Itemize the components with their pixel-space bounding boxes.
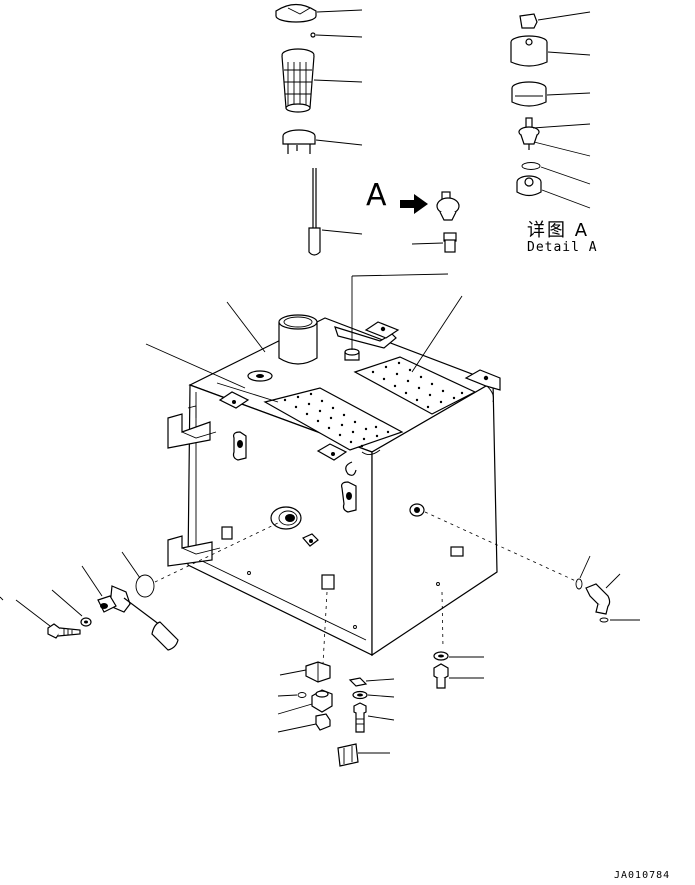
- drain-washer: [352, 690, 395, 700]
- mount-washer: [433, 651, 484, 661]
- mounting-tab-front-left: [218, 391, 250, 409]
- drain-bolt: [353, 702, 395, 733]
- side-bracket-lower: [167, 535, 221, 567]
- clip-on-tank: [302, 533, 319, 547]
- detail-breather-body: [510, 35, 591, 67]
- detail-cap-nut: [519, 11, 591, 29]
- drain-valve: [277, 689, 333, 715]
- elbow-o-ring: [575, 555, 591, 590]
- breather-port: [344, 348, 360, 361]
- elbow-o-ring-small: [599, 617, 640, 623]
- level-gauge: [81, 565, 131, 613]
- elbow-fitting: [585, 573, 621, 615]
- assembly-lines: [154, 511, 579, 665]
- detail-o-ring: [521, 162, 591, 185]
- drain-clamp-upper: [279, 661, 331, 683]
- drain-plate: [348, 677, 395, 687]
- gauge-bolt: [15, 599, 81, 639]
- mounting-tab-right: [464, 369, 501, 391]
- filler-cap: [275, 3, 363, 23]
- dipstick: [308, 168, 363, 256]
- level-gauge-boss: [270, 506, 302, 530]
- view-a-label: A: [366, 178, 387, 213]
- mounting-tab-rear: [334, 321, 400, 349]
- detail-element: [511, 81, 591, 107]
- rubber-mount-upper: [232, 431, 247, 461]
- view-a-arrow: [400, 194, 428, 214]
- breather-valve-small: [436, 191, 460, 221]
- gauge-float: [123, 597, 179, 651]
- sensor-boss-left: [221, 526, 233, 540]
- detail-adapter: [516, 175, 591, 209]
- drain-o-ring: [277, 692, 307, 698]
- cover-plate-left: [263, 387, 404, 451]
- mount-bolt: [433, 663, 484, 689]
- filler-flange: [282, 129, 363, 154]
- drain-boss: [321, 574, 335, 590]
- small-holes: [247, 571, 440, 629]
- strainer: [281, 48, 363, 113]
- gauge-washer: [51, 589, 92, 627]
- sensor-boss-right: [450, 546, 464, 557]
- cover-plate-right: [353, 356, 477, 415]
- rubber-mount-lower: [341, 481, 357, 513]
- detail-a-title-en: Detail A: [527, 240, 598, 255]
- lifting-hook: [345, 461, 357, 476]
- mounting-tab-front: [316, 443, 348, 461]
- gauge-o-ring: [121, 551, 155, 598]
- plug-fitting: [411, 232, 457, 253]
- lock-pin: [310, 32, 363, 38]
- side-bracket-upper: [167, 405, 217, 449]
- drain-hose-clamp: [337, 743, 390, 767]
- detail-valve-stem: [518, 117, 591, 157]
- partial-callout-mark: [0, 596, 4, 601]
- drawing-number: JA010784: [614, 870, 671, 881]
- filler-neck: [278, 314, 318, 365]
- tank-leader-lines: [145, 273, 463, 403]
- detail-a-title-cn: 详图 A: [527, 220, 590, 241]
- return-port: [409, 503, 425, 517]
- top-boss: [247, 370, 273, 382]
- drain-plug: [277, 713, 331, 733]
